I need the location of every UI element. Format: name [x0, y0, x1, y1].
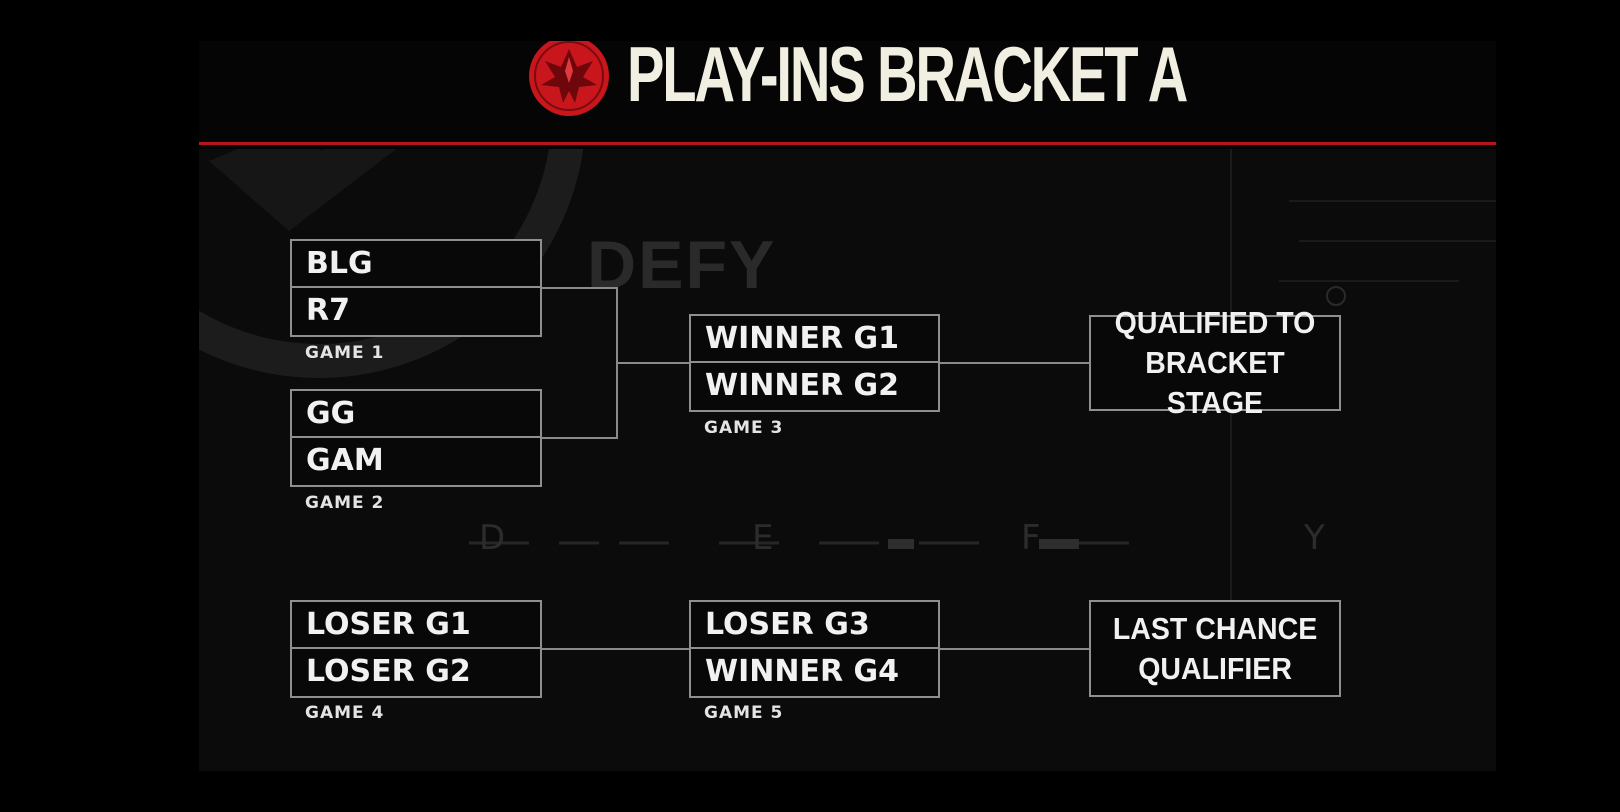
bracket-frame: DEFY D E F Y PLAY-INS BRACKET A BLG R7 G…	[199, 41, 1496, 771]
team-slot-bottom[interactable]: LOSER G2	[306, 654, 471, 689]
bracket-connectors	[542, 287, 1089, 650]
team-slot-bottom[interactable]: R7	[306, 293, 350, 328]
outcome-last-chance-text: LAST CHANCE QUALIFIER	[1112, 610, 1318, 686]
match-label-game3: GAME 3	[704, 418, 784, 438]
match-game5[interactable]: LOSER G3 WINNER G4	[689, 600, 940, 698]
header-bar	[199, 41, 1496, 149]
match-game3[interactable]: WINNER G1 WINNER G2	[689, 314, 940, 412]
team-slot-bottom[interactable]: WINNER G2	[705, 368, 900, 403]
header-accent-line	[199, 142, 1496, 145]
page-title: PLAY-INS BRACKET A	[627, 41, 1188, 118]
team-slot-bottom[interactable]: WINNER G4	[705, 654, 900, 689]
watermark-letter: F	[1021, 518, 1041, 558]
match-game4[interactable]: LOSER G1 LOSER G2	[290, 600, 542, 698]
tournament-logo-icon	[529, 41, 609, 116]
outcome-last-chance: LAST CHANCE QUALIFIER	[1089, 600, 1341, 697]
watermark-brand: DEFY	[587, 227, 776, 303]
watermark-letter: Y	[1303, 518, 1325, 558]
connector-game1-game2	[542, 287, 618, 439]
match-label-game5: GAME 5	[704, 703, 784, 723]
match-label-game4: GAME 4	[305, 703, 385, 723]
team-slot-top[interactable]: GG	[292, 391, 540, 438]
faded-dash-block	[888, 539, 914, 549]
watermark-letter: E	[752, 518, 773, 558]
team-slot-top[interactable]: WINNER G1	[691, 316, 938, 363]
team-slot-bottom[interactable]: GAM	[306, 443, 384, 478]
faded-tech-circle	[1326, 286, 1346, 306]
match-label-game2: GAME 2	[305, 493, 385, 513]
faded-emblem-wing	[209, 81, 459, 231]
faded-dash-block	[1039, 539, 1079, 549]
outcome-qualified-text: QUALIFIED TO BRACKET STAGE	[1114, 305, 1316, 420]
match-game1[interactable]: BLG R7	[290, 239, 542, 337]
outcome-qualified: QUALIFIED TO BRACKET STAGE	[1089, 305, 1341, 420]
match-label-game1: GAME 1	[305, 343, 385, 363]
match-game2[interactable]: GG GAM	[290, 389, 542, 487]
team-slot-top[interactable]: BLG	[292, 241, 540, 288]
team-slot-top[interactable]: LOSER G3	[691, 602, 938, 649]
team-slot-top[interactable]: LOSER G1	[292, 602, 540, 649]
watermark-letter: D	[479, 518, 505, 558]
